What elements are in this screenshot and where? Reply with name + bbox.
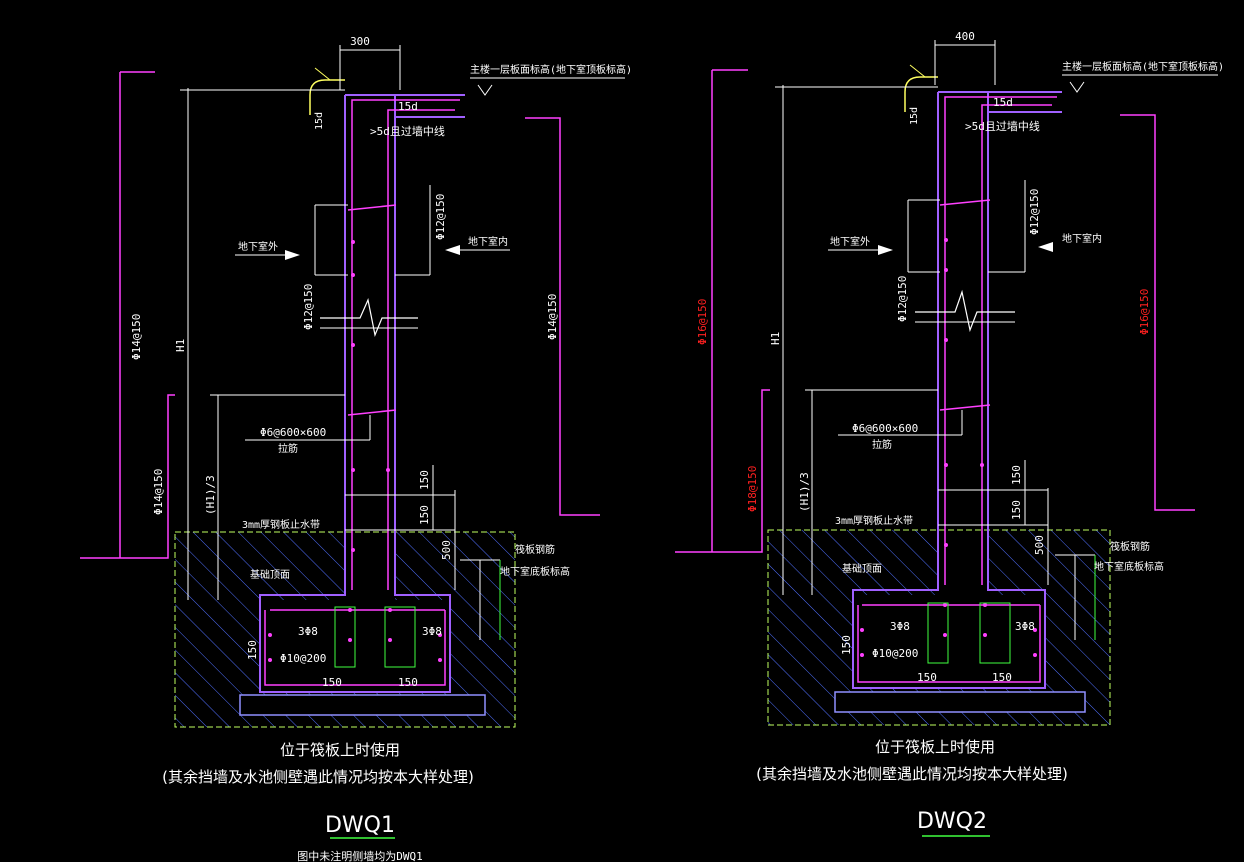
dim-15d-side: 15d [314, 112, 325, 130]
basement-floor-label: 地下室底板标高 [500, 565, 570, 578]
dim-width: 400 [955, 30, 975, 43]
horiz-bar-a: Φ12@150 [434, 194, 447, 240]
outside-label: 地下室外 [238, 240, 278, 253]
dim-15d-top: 15d [398, 100, 418, 113]
dim-5d: >5d且过墙中线 [965, 119, 1040, 133]
waterstop-label: 3mm厚钢板止水带 [242, 518, 320, 531]
bars-left: 3Φ8 [298, 625, 318, 638]
horiz-bar-b: Φ12@150 [896, 276, 909, 322]
base-slab [239, 694, 486, 716]
dim-5d: >5d且过墙中线 [370, 124, 445, 138]
top-elevation-label: 主楼一层板面标高(地下室顶板标高) [1062, 60, 1224, 73]
detail-dwq1: 300 15d 15d >5d且过墙中线 主楼一层板面标高(地下室顶板标高) Φ… [80, 35, 632, 862]
h1-label: H1 [174, 339, 187, 352]
dim-150-br: 150 [398, 676, 418, 689]
outer-bar-lower-label: Φ14@150 [152, 469, 165, 515]
dim-15d-top: 15d [993, 96, 1013, 109]
tie-label: Φ6@600×600 [260, 426, 326, 439]
dim-150-a: 150 [418, 470, 431, 490]
caption-2: (其余挡墙及水池侧壁遇此情况均按本大样处理) [756, 765, 1068, 783]
tie-label: Φ6@600×600 [852, 422, 918, 435]
horiz-bar-a: Φ12@150 [1028, 189, 1041, 235]
foundation-top-label: 基础顶面 [842, 562, 882, 575]
foundation-top-label: 基础顶面 [250, 568, 290, 581]
outer-bar-label: Φ16@150 [696, 299, 709, 345]
dim-150-bl: 150 [322, 676, 342, 689]
dim-150-bl: 150 [917, 671, 937, 684]
raft-steel-label: 筏板钢筋 [1110, 540, 1150, 553]
dim-15d-side: 15d [909, 107, 920, 125]
inside-label: 地下室内 [468, 235, 508, 248]
basement-floor-label: 地下室底板标高 [1094, 560, 1164, 573]
waterstop-label: 3mm厚钢板止水带 [835, 514, 913, 527]
dim-width: 300 [350, 35, 370, 48]
bars-right: 3Φ8 [422, 625, 442, 638]
outside-label: 地下室外 [830, 235, 870, 248]
dim-500: 500 [440, 540, 453, 560]
dim-150-a: 150 [1010, 465, 1023, 485]
inner-bar-label: Φ16@150 [1138, 289, 1151, 335]
stirrup-label: Φ10@200 [280, 652, 326, 665]
detail-dwq2: 400 15d 15d >5d且过墙中线 主楼一层板面标高(地下室顶板标高) Φ… [675, 30, 1224, 837]
outer-bar-label: Φ14@150 [130, 314, 143, 360]
tie-sub: 拉筋 [278, 442, 298, 455]
h1-third-label: (H1)/3 [798, 472, 811, 512]
dim-500: 500 [1033, 535, 1046, 555]
caption-1: 位于筏板上时使用 [875, 738, 995, 756]
h1-label: H1 [769, 332, 782, 345]
dimension-lines [775, 40, 1218, 640]
dim-150-br: 150 [992, 671, 1012, 684]
outer-bar-lower-label: Φ18@150 [746, 466, 759, 512]
inside-label: 地下室内 [1062, 232, 1102, 245]
drawing-title: DWQ1 [325, 813, 395, 838]
horiz-bar-b: Φ12@150 [302, 284, 315, 330]
caption-1: 位于筏板上时使用 [280, 741, 400, 759]
wall-outline [259, 94, 465, 693]
dim-150-left: 150 [840, 635, 853, 655]
dim-150-left: 150 [246, 640, 259, 660]
tie-sub: 拉筋 [872, 438, 892, 451]
h1-third-label: (H1)/3 [204, 475, 217, 515]
drawing-title: DWQ2 [917, 809, 987, 834]
inner-bar-label: Φ14@150 [546, 294, 559, 340]
dim-150-b: 150 [418, 505, 431, 525]
footnote: 图中未注明侧墙均为DWQ1 [297, 849, 423, 862]
base-slab [834, 691, 1086, 713]
rebar [264, 99, 460, 686]
raft-steel-label: 筏板钢筋 [515, 543, 555, 556]
dimension-lines [180, 45, 625, 640]
caption-2: (其余挡墙及水池侧壁遇此情况均按本大样处理) [162, 768, 474, 786]
dim-150-b: 150 [1010, 500, 1023, 520]
wall-outline [852, 91, 1062, 689]
bars-right: 3Φ8 [1015, 620, 1035, 633]
stirrup-label: Φ10@200 [872, 647, 918, 660]
bars-left: 3Φ8 [890, 620, 910, 633]
top-elevation-label: 主楼一层板面标高(地下室顶板标高) [470, 63, 632, 76]
